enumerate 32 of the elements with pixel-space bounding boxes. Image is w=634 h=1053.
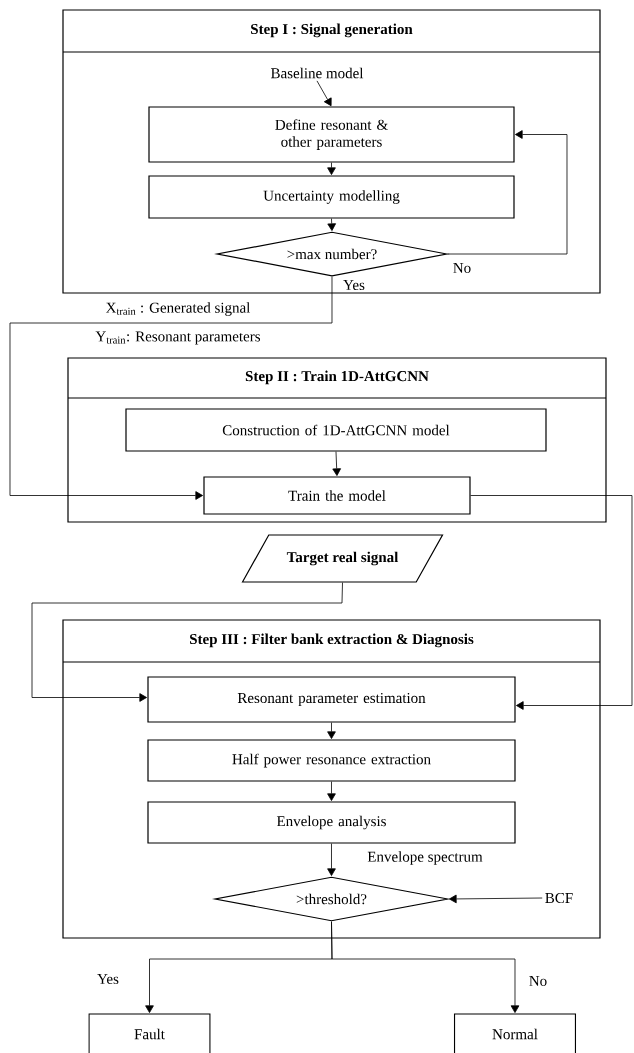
arrow: [447, 130, 568, 255]
arrow: [470, 495, 633, 710]
arrow: [327, 218, 336, 231]
process-box: Uncertainty modelling: [148, 175, 515, 219]
arrow: [449, 894, 543, 904]
edge-label: No: [453, 263, 471, 273]
process-box: Half power resonance extraction: [147, 739, 516, 782]
input-parallelogram: Target real signal: [241, 534, 444, 583]
edge-label: No: [529, 976, 547, 986]
process-box: Train the model: [203, 476, 471, 515]
arrow: [31, 582, 343, 702]
process-box: Resonant parameter estimation: [147, 676, 516, 723]
arrow: [9, 276, 333, 500]
arrow: [327, 722, 336, 739]
data-label: X$_{train}$ : Generated signal: [106, 302, 251, 316]
arrow: [331, 921, 520, 1013]
result-box: Fault: [88, 1013, 211, 1053]
process-box: Envelope analysis: [147, 801, 516, 844]
edge-label: Yes: [343, 280, 365, 290]
edge-label: Envelope spectrum: [367, 851, 483, 865]
data-label: Y$_{train}$: Resonant parameters: [95, 331, 260, 345]
process-box: Construction of 1D-AttGCNN model: [125, 408, 547, 452]
result-box: Normal: [453, 1013, 577, 1053]
edge-label: Yes: [97, 974, 119, 984]
arrow: [327, 843, 336, 876]
process-box: Define resonant & other parameters: [148, 106, 515, 163]
arrow: [332, 451, 341, 476]
arrow: [327, 781, 336, 801]
input-label: Baseline model: [271, 67, 364, 79]
arrow: [327, 162, 336, 175]
input-label: BCF: [545, 892, 573, 904]
arrow: [316, 80, 332, 107]
